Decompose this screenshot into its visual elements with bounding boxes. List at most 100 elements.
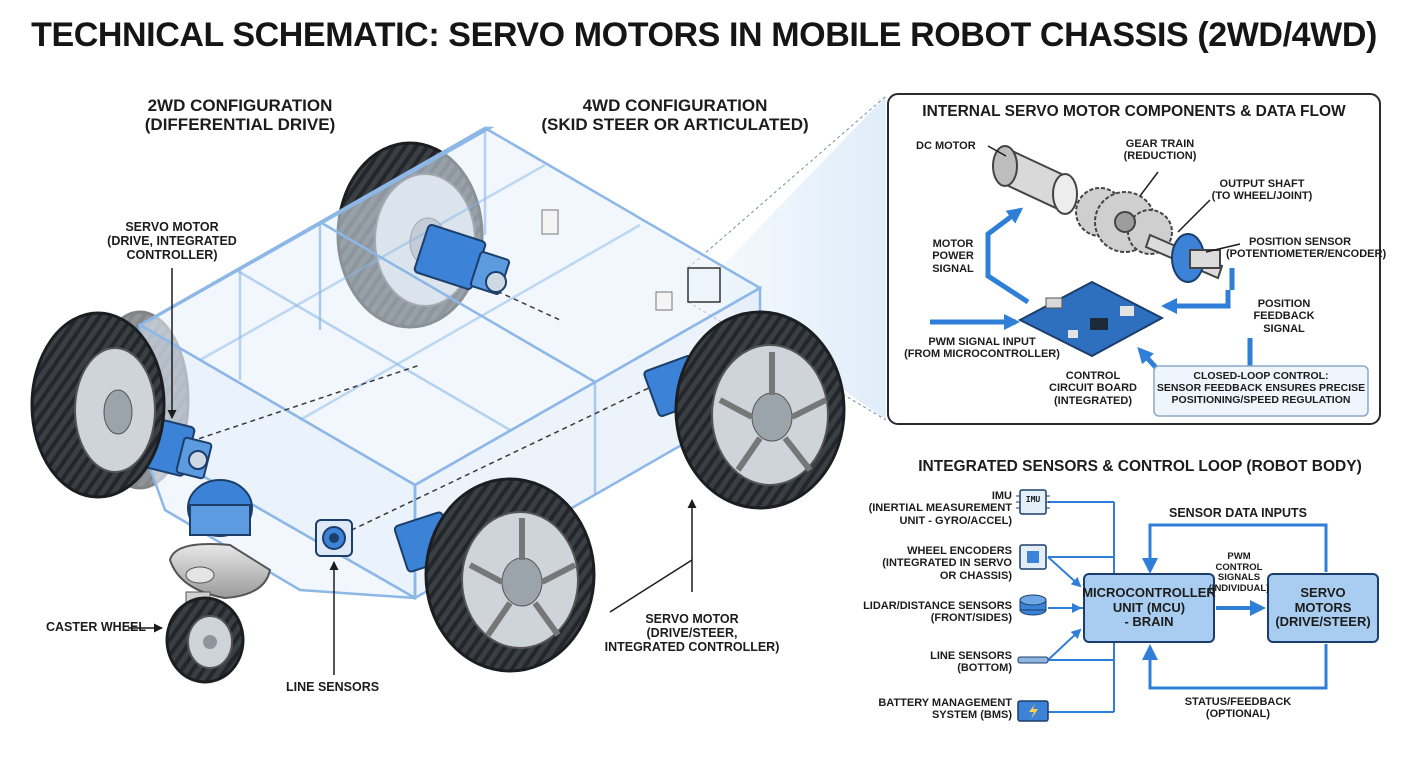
closed-loop-line3: POSITIONING/SPEED REGULATION — [1171, 393, 1351, 406]
output-shaft-line1: OUTPUT SHAFT — [1219, 178, 1305, 190]
pwm-input-line1: PWM SIGNAL INPUT — [928, 336, 1036, 348]
servo-motor-right-label: SERVO MOTOR (DRIVE/STEER, INTEGRATED CON… — [590, 612, 794, 654]
pwm-control-label: PWM CONTROL SIGNALS (INDIVIDUAL) — [1206, 551, 1272, 595]
bms-label: BATTERY MANAGEMENT SYSTEM (BMS) — [846, 697, 1012, 722]
position-sensor — [1171, 233, 1221, 283]
position-feedback-line2: FEEDBACK — [1253, 310, 1315, 323]
line-sensor-strip-icon — [1017, 656, 1049, 664]
servo-motors-line2: MOTORS — [1294, 599, 1352, 615]
pwm-line1: PWM — [1227, 551, 1251, 562]
line-sensors-bottom-line2: (BOTTOM) — [957, 662, 1012, 675]
status-line2: (OPTIONAL) — [1205, 708, 1271, 721]
servo-motors-line1: SERVO — [1300, 584, 1346, 600]
front-right-wheel-lower — [424, 477, 596, 673]
pwm-input-label: PWM SIGNAL INPUT (FROM MICROCONTROLLER) — [896, 336, 1068, 361]
sensor-data-inputs-label: SENSOR DATA INPUTS — [1169, 506, 1307, 520]
control-loop-title: INTEGRATED SENSORS & CONTROL LOOP (ROBOT… — [918, 458, 1362, 475]
servo-right-line1: SERVO MOTOR — [645, 612, 739, 626]
lidar-sensor-icon — [1019, 594, 1047, 616]
servo-left-line3: CONTROLLER) — [126, 248, 218, 262]
dc-motor — [992, 145, 1078, 215]
pwm-line2: CONTROL — [1215, 561, 1263, 573]
imu-line1: IMU — [991, 490, 1012, 502]
position-feedback-line3: SIGNAL — [1263, 322, 1305, 335]
gear-train-line1: GEAR TRAIN — [1125, 138, 1195, 150]
position-feedback-label: POSITION FEEDBACK SIGNAL — [1244, 298, 1324, 335]
lidar-label: LIDAR/DISTANCE SENSORS (FRONT/SIDES) — [836, 600, 1012, 625]
control-board-line2: CIRCUIT BOARD — [1049, 382, 1137, 395]
wheel-encoder-icon — [1019, 544, 1047, 570]
control-board-line3: (INTEGRATED) — [1053, 394, 1132, 407]
front-right-wheel-upper — [674, 310, 846, 510]
motor-power-line1: MOTOR — [932, 238, 974, 250]
config-2wd-line2: (DIFFERENTIAL DRIVE) — [144, 115, 336, 135]
status-line1: STATUS/FEEDBACK — [1184, 696, 1292, 708]
imu-label: IMU (INERTIAL MEASUREMENT UNIT - GYRO/AC… — [846, 490, 1012, 527]
bms-line1: BATTERY MANAGEMENT — [878, 697, 1012, 709]
wheel-encoders-line1: WHEEL ENCODERS — [907, 545, 1012, 557]
output-shaft-line2: (TO WHEEL/JOINT) — [1211, 190, 1313, 203]
output-shaft-label: OUTPUT SHAFT (TO WHEEL/JOINT) — [1200, 178, 1324, 203]
imu-chip-text: IMU — [1025, 495, 1041, 504]
pwm-line4: (INDIVIDUAL) — [1208, 582, 1270, 594]
config-2wd-line1: 2WD CONFIGURATION — [147, 96, 333, 115]
servo-right-line2: (DRIVE/STEER, — [646, 626, 738, 640]
closed-loop-line2: SENSOR FEEDBACK ENSURES PRECISE — [1156, 381, 1366, 394]
position-sensor-line1: POSITION SENSOR — [1248, 236, 1352, 248]
pwm-line3: SIGNALS — [1217, 572, 1261, 584]
front-left-wheel — [30, 311, 166, 499]
control-board-label: CONTROL CIRCUIT BOARD (INTEGRATED) — [1034, 370, 1152, 407]
config-4wd-line2: (SKID STEER OR ARTICULATED) — [541, 115, 809, 135]
imu-line3: UNIT - GYRO/ACCEL) — [899, 514, 1012, 527]
servo-motors-label: SERVO MOTORS (DRIVE/STEER) — [1268, 574, 1378, 642]
wheel-encoders-label: WHEEL ENCODERS (INTEGRATED IN SERVO OR C… — [846, 545, 1012, 582]
servo-left-line2: (DRIVE, INTEGRATED — [107, 234, 237, 248]
page-title: TECHNICAL SCHEMATIC: SERVO MOTORS IN MOB… — [31, 16, 1377, 54]
caster-assembly — [165, 479, 272, 684]
mcu-box — [1083, 573, 1215, 643]
imu-line2: (INERTIAL MEASUREMENT — [868, 502, 1012, 515]
battery-icon — [1017, 700, 1049, 722]
lidar-line1: LIDAR/DISTANCE SENSORS — [863, 600, 1012, 612]
servo-motor-rear — [413, 223, 511, 295]
mcu-line2: UNIT (MCU) — [1112, 599, 1186, 615]
zoom-callout-wedge — [688, 96, 886, 420]
line-sensors-bottom-line1: LINE SENSORS — [930, 650, 1012, 662]
gear-train — [1075, 187, 1173, 255]
control-board-line1: CONTROL — [1065, 370, 1121, 382]
servo-left-line1: SERVO MOTOR — [125, 220, 219, 234]
servo-motor-left-label: SERVO MOTOR (DRIVE, INTEGRATED CONTROLLE… — [92, 220, 252, 262]
wheel-encoders-line3: OR CHASSIS) — [939, 569, 1012, 582]
servo-motors-line3: (DRIVE/STEER) — [1275, 614, 1371, 630]
gear-train-line2: (REDUCTION) — [1123, 150, 1197, 163]
status-feedback-label: STATUS/FEEDBACK (OPTIONAL) — [1150, 696, 1326, 721]
control-circuit-board — [1017, 280, 1165, 358]
wheel-encoders-line2: (INTEGRATED IN SERVO — [882, 557, 1012, 570]
imu-chip-icon — [1016, 489, 1050, 515]
internal-panel-title: INTERNAL SERVO MOTOR COMPONENTS & DATA F… — [922, 103, 1346, 120]
servo-right-line3: INTEGRATED CONTROLLER) — [604, 640, 780, 654]
config-4wd-line1: 4WD CONFIGURATION — [582, 96, 768, 115]
gear-train-label: GEAR TRAIN (REDUCTION) — [1110, 138, 1210, 163]
closed-loop-label: CLOSED-LOOP CONTROL: SENSOR FEEDBACK ENS… — [1154, 370, 1368, 406]
caster-wheel-label: CASTER WHEEL — [46, 620, 146, 634]
closed-loop-line1: CLOSED-LOOP CONTROL: — [1193, 370, 1329, 382]
mcu-line1: MICROCONTROLLER — [1082, 584, 1216, 600]
position-sensor-label: POSITION SENSOR (POTENTIOMETER/ENCODER) — [1226, 236, 1387, 261]
motor-power-line2: POWER — [932, 250, 974, 263]
closed-loop-box — [1153, 365, 1369, 417]
pwm-input-line2: (FROM MICROCONTROLLER) — [904, 348, 1060, 361]
position-sensor-line2: (POTENTIOMETER/ENCODER) — [1226, 248, 1387, 261]
config-4wd-label: 4WD CONFIGURATION (SKID STEER OR ARTICUL… — [515, 96, 835, 134]
line-sensors-bottom-label: LINE SENSORS (BOTTOM) — [846, 650, 1012, 675]
bms-line2: SYSTEM (BMS) — [931, 709, 1012, 722]
config-2wd-label: 2WD CONFIGURATION (DIFFERENTIAL DRIVE) — [130, 96, 350, 134]
motor-power-line3: SIGNAL — [932, 262, 974, 275]
mcu-label: MICROCONTROLLER UNIT (MCU) - BRAIN — [1082, 574, 1216, 642]
lidar-line2: (FRONT/SIDES) — [930, 612, 1012, 625]
servo-motors-box — [1267, 573, 1379, 643]
line-sensor-module — [315, 519, 353, 557]
dc-motor-label: DC MOTOR — [916, 140, 976, 152]
line-sensors-label: LINE SENSORS — [286, 680, 380, 694]
